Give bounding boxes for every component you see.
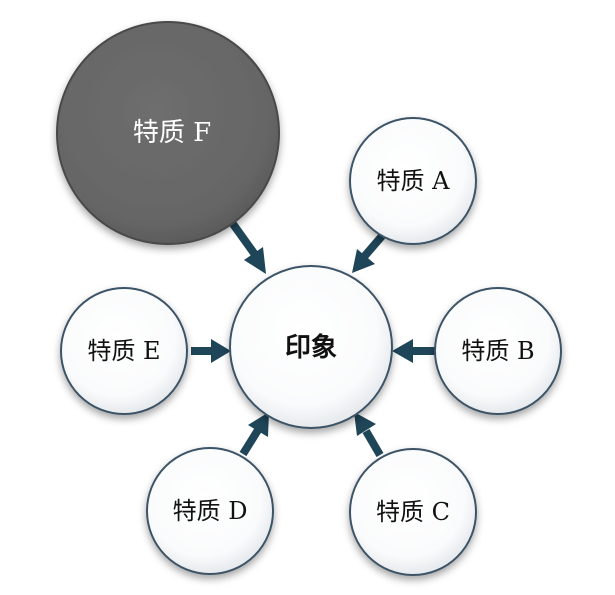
arrows: [191, 221, 435, 458]
trait-node-f: 特质 F: [56, 21, 280, 245]
arrow-d-to-center: [239, 412, 269, 457]
trait-node-b: 特质 B: [434, 287, 562, 415]
trait-node-a: 特质 A: [349, 117, 477, 245]
center-node-impression: 印象: [229, 265, 393, 429]
arrow-c-to-center: [354, 412, 384, 458]
arrow-b-to-center: [392, 339, 435, 363]
trait-a-label: 特质 A: [377, 167, 451, 195]
trait-f-label: 特质 F: [133, 118, 211, 148]
arrow-e-to-center: [191, 339, 231, 363]
arrow-f-to-center: [229, 221, 266, 274]
trait-d-label: 特质 D: [173, 497, 248, 525]
trait-node-d: 特质 D: [146, 447, 274, 575]
trait-b-label: 特质 B: [461, 337, 534, 365]
center-label: 印象: [285, 332, 337, 363]
trait-c-label: 特质 C: [376, 498, 450, 526]
trait-node-c: 特质 C: [349, 448, 477, 576]
trait-e-label: 特质 E: [87, 337, 160, 365]
arrow-a-to-center: [352, 233, 386, 273]
trait-node-e: 特质 E: [60, 287, 188, 415]
